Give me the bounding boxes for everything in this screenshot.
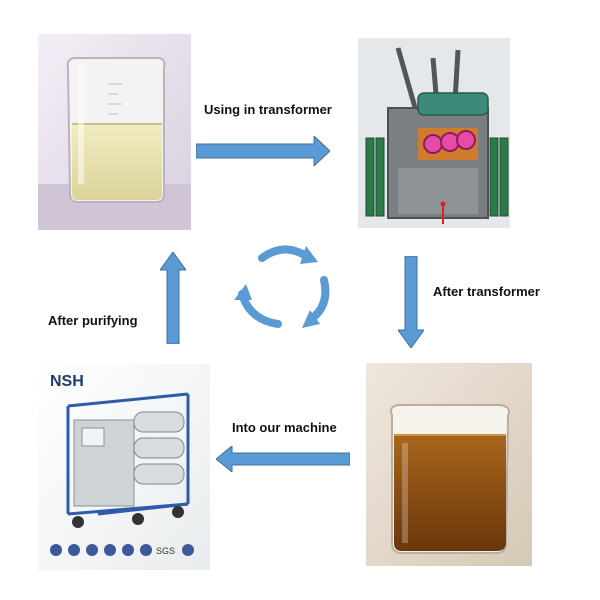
recycle-arrows-icon (232, 236, 336, 332)
oil-purifier-machine-image: NSH SGS (38, 364, 210, 570)
label-into-our-machine: Into our machine (232, 420, 337, 435)
left-arrow (216, 446, 350, 472)
svg-text:SGS: SGS (156, 546, 175, 556)
right-arrow (196, 136, 330, 166)
clean-oil-beaker-image (38, 34, 191, 230)
nsh-logo-text: NSH (50, 373, 84, 390)
up-arrow (160, 252, 186, 344)
label-after-purifying: After purifying (48, 313, 138, 328)
label-using-in-transformer: Using in transformer (204, 102, 332, 117)
transformer-image (358, 38, 510, 228)
label-after-transformer: After transformer (433, 284, 540, 299)
used-oil-beaker-image (366, 363, 532, 566)
down-arrow (398, 256, 424, 348)
